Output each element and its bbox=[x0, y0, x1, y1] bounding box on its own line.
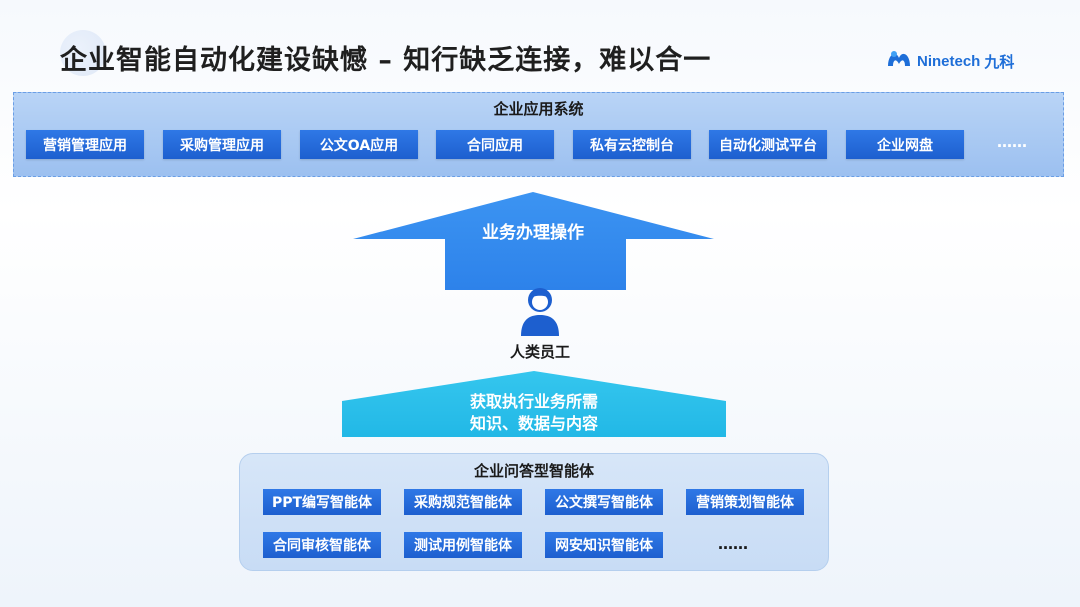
page-title: 企业智能自动化建设缺憾 – 知行缺乏连接，难以合一 bbox=[60, 45, 712, 76]
agent-item[interactable]: 测试用例智能体 bbox=[404, 532, 522, 558]
logo-suffix: 九科 bbox=[984, 53, 1015, 71]
app-item[interactable]: 企业网盘 bbox=[846, 130, 964, 159]
agents-panel: 企业问答型智能体 PPT编写智能体 采购规范智能体 公文撰写智能体 营销策划智能… bbox=[239, 453, 829, 571]
app-item[interactable]: 公文OA应用 bbox=[300, 130, 418, 159]
app-item[interactable]: 营销管理应用 bbox=[26, 130, 144, 159]
up-arrow-icon bbox=[342, 371, 726, 437]
agents-more: …… bbox=[718, 535, 748, 553]
apps-panel-title: 企业应用系统 bbox=[493, 100, 584, 118]
app-item[interactable]: 私有云控制台 bbox=[573, 130, 691, 159]
bottom-arrow-label-line2: 知识、数据与内容 bbox=[469, 414, 598, 433]
up-arrow-icon bbox=[353, 192, 714, 290]
agent-item[interactable]: 公文撰写智能体 bbox=[545, 489, 663, 515]
person-icon bbox=[519, 286, 561, 340]
decorative-circle bbox=[60, 30, 106, 76]
top-arrow-label: 业务办理操作 bbox=[482, 223, 584, 243]
bottom-arrow-label-line1: 获取执行业务所需 bbox=[469, 392, 598, 411]
app-item[interactable]: 采购管理应用 bbox=[163, 130, 281, 159]
app-item[interactable]: 合同应用 bbox=[436, 130, 554, 159]
apps-panel: 企业应用系统 营销管理应用 采购管理应用 公文OA应用 合同应用 私有云控制台 … bbox=[13, 92, 1064, 177]
agent-item[interactable]: 合同审核智能体 bbox=[263, 532, 381, 558]
agent-item[interactable]: 网安知识智能体 bbox=[545, 532, 663, 558]
agent-item[interactable]: 采购规范智能体 bbox=[404, 489, 522, 515]
apps-more: …… bbox=[997, 133, 1027, 151]
agents-panel-title: 企业问答型智能体 bbox=[473, 462, 594, 480]
logo: Ninetech 九科 bbox=[885, 48, 1014, 74]
agent-item[interactable]: PPT编写智能体 bbox=[263, 489, 381, 515]
logo-text: Ninetech bbox=[917, 52, 981, 70]
person-label: 人类员工 bbox=[509, 343, 570, 361]
app-item[interactable]: 自动化测试平台 bbox=[709, 130, 827, 159]
ninetech-logo-icon bbox=[885, 48, 913, 74]
agent-item[interactable]: 营销策划智能体 bbox=[686, 489, 804, 515]
